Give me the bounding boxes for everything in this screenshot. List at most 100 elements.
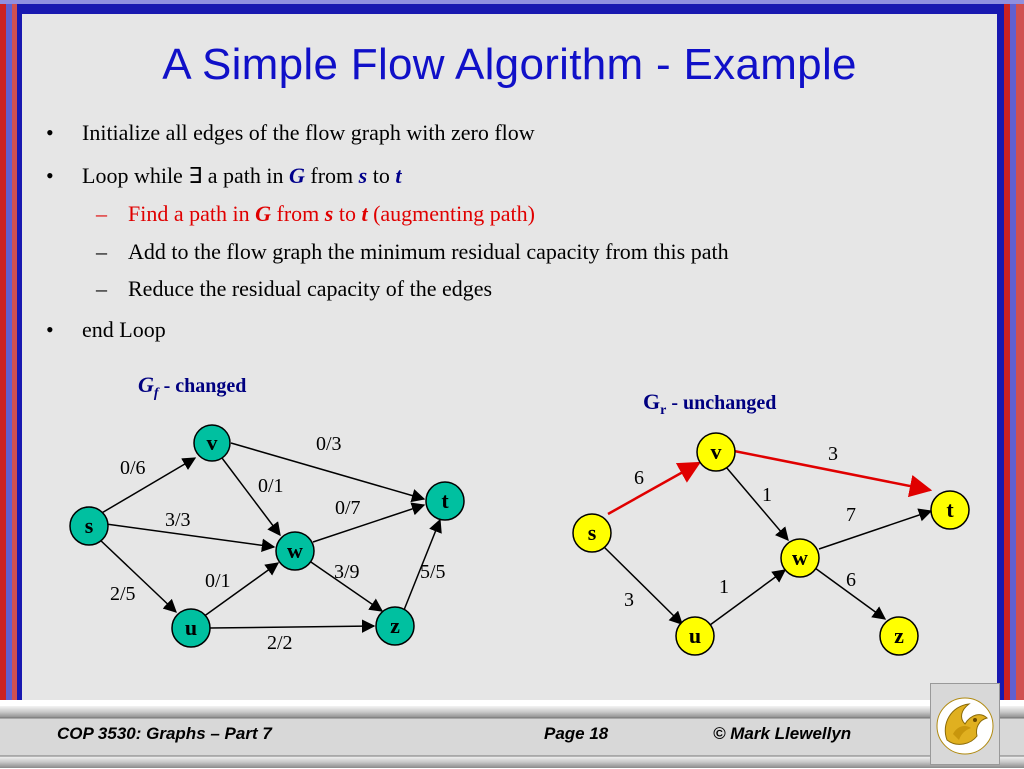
flow-graph-nodes: v s w t u z — [69, 424, 465, 648]
node-z: z — [879, 616, 919, 656]
edge-label-v-w: 0/1 — [258, 475, 284, 497]
text-run: to — [333, 201, 362, 226]
footer-author: © Mark Llewellyn — [713, 724, 852, 743]
residual-graph-edge-labels: 6 3 1 7 3 1 6 — [624, 443, 856, 611]
edge-label-s-w: 3/3 — [165, 509, 191, 531]
footer-course: COP 3530: Graphs – Part 7 — [57, 724, 272, 743]
node-s: s — [572, 513, 612, 553]
slide-background — [22, 14, 997, 700]
node-label: z — [390, 613, 400, 638]
edge-label-w-t: 7 — [846, 504, 856, 526]
edge-label-v-t: 3 — [828, 443, 838, 465]
edge-s-u — [602, 545, 683, 625]
edge-label-w-z: 6 — [846, 569, 856, 591]
node-z: z — [375, 606, 415, 646]
footer-bar — [0, 700, 1024, 768]
edge-label-w-t: 0/7 — [335, 497, 361, 519]
node-label: s — [85, 513, 94, 538]
node-label: z — [894, 623, 904, 648]
symbol-t: t — [395, 163, 402, 188]
edge-label-z-t: 5/5 — [420, 561, 446, 583]
sub-bullet-3-text: Reduce the residual capacity of the edge… — [128, 276, 493, 301]
bullet-3-text: end Loop — [82, 317, 166, 342]
edge-w-t — [818, 508, 933, 550]
bullet-mark: • — [46, 163, 54, 188]
text-run: Loop while ∃ a path in — [82, 163, 289, 188]
node-label: v — [207, 430, 218, 455]
node-label: w — [792, 545, 808, 570]
node-t: t — [425, 481, 465, 521]
edge-label-v-t: 0/3 — [316, 433, 342, 455]
symbol-G: G — [255, 201, 271, 226]
text-run: from — [304, 163, 359, 188]
node-t: t — [930, 490, 970, 530]
edge-s-u — [97, 537, 177, 613]
node-label: v — [711, 439, 722, 464]
edge-label-u-w: 1 — [719, 576, 729, 598]
edge-v-w — [221, 457, 281, 537]
bullet-1-text: Initialize all edges of the flow graph w… — [82, 120, 535, 145]
edge-z-t — [403, 518, 442, 611]
label-G: G — [138, 372, 154, 397]
residual-graph-edges — [602, 449, 933, 626]
node-label: t — [441, 488, 449, 513]
dash-mark: – — [96, 276, 107, 301]
edge-label-s-v: 6 — [634, 467, 644, 489]
node-u: u — [171, 608, 211, 648]
footer-page: Page 18 — [544, 724, 609, 743]
page-title: A Simple Flow Algorithm - Example — [162, 40, 857, 89]
edge-label-s-u: 3 — [624, 589, 634, 611]
label-rest: - changed — [158, 375, 247, 397]
node-label: w — [287, 538, 303, 563]
symbol-t: t — [361, 201, 368, 226]
node-label: u — [185, 615, 197, 640]
graphs-canvas: v s w t u z v s w t u z 0/6 0/3 0/1 3/3 … — [69, 424, 970, 656]
node-label: t — [946, 497, 954, 522]
node-w: w — [780, 538, 820, 578]
label-sub: r — [660, 403, 667, 418]
label-rest: - unchanged — [666, 392, 777, 414]
sub-bullet-1-text: Find a path in G from s to t (augmenting… — [128, 201, 535, 227]
flow-graph-edges — [97, 442, 442, 633]
symbol-s: s — [324, 201, 334, 226]
edge-v-t — [230, 442, 426, 503]
node-w: w — [275, 531, 315, 571]
edge-w-t — [312, 502, 426, 543]
text-run: Find a path in — [128, 201, 256, 226]
text-run: (augmenting path) — [367, 201, 535, 226]
edge-s-v — [99, 457, 197, 515]
node-s: s — [69, 506, 109, 546]
edge-u-w — [709, 569, 787, 626]
pegasus-logo-icon — [930, 683, 1000, 765]
edge-u-z — [209, 619, 376, 633]
edge-s-w — [105, 523, 276, 553]
edge-v-w — [725, 466, 789, 542]
bullet-2-text: Loop while ∃ a path in G from s to t — [82, 163, 401, 189]
edge-w-z — [307, 559, 384, 612]
symbol-s: s — [358, 163, 368, 188]
symbol-G: G — [288, 163, 305, 188]
edge-label-u-z: 2/2 — [267, 632, 293, 654]
dash-mark: – — [96, 239, 107, 264]
residual-graph-label: Gr - unchanged — [643, 389, 776, 419]
edge-label-s-v: 0/6 — [120, 457, 146, 479]
edge-label-w-z: 3/9 — [334, 561, 360, 583]
edge-s-v — [607, 461, 701, 516]
node-label: s — [588, 520, 597, 545]
label-G: G — [643, 389, 661, 414]
bullet-mark: • — [46, 317, 54, 342]
flow-graph-label: Gf - changed — [138, 372, 246, 402]
residual-graph-nodes: v s w t u z — [572, 432, 970, 656]
dash-mark: – — [96, 201, 107, 226]
sub-bullet-2-text: Add to the flow graph the minimum residu… — [128, 239, 729, 264]
edge-v-t — [733, 449, 933, 498]
edge-label-s-u: 2/5 — [110, 583, 136, 605]
node-v: v — [193, 424, 231, 462]
node-v: v — [696, 432, 736, 472]
node-u: u — [675, 616, 715, 656]
edge-u-w — [202, 562, 280, 618]
bullet-mark: • — [46, 120, 54, 145]
edge-label-u-w: 0/1 — [205, 570, 231, 592]
flow-graph-edge-labels: 0/6 0/3 0/1 3/3 0/7 2/5 0/1 3/9 5/5 2/2 — [110, 433, 446, 654]
edge-w-z — [814, 567, 887, 620]
